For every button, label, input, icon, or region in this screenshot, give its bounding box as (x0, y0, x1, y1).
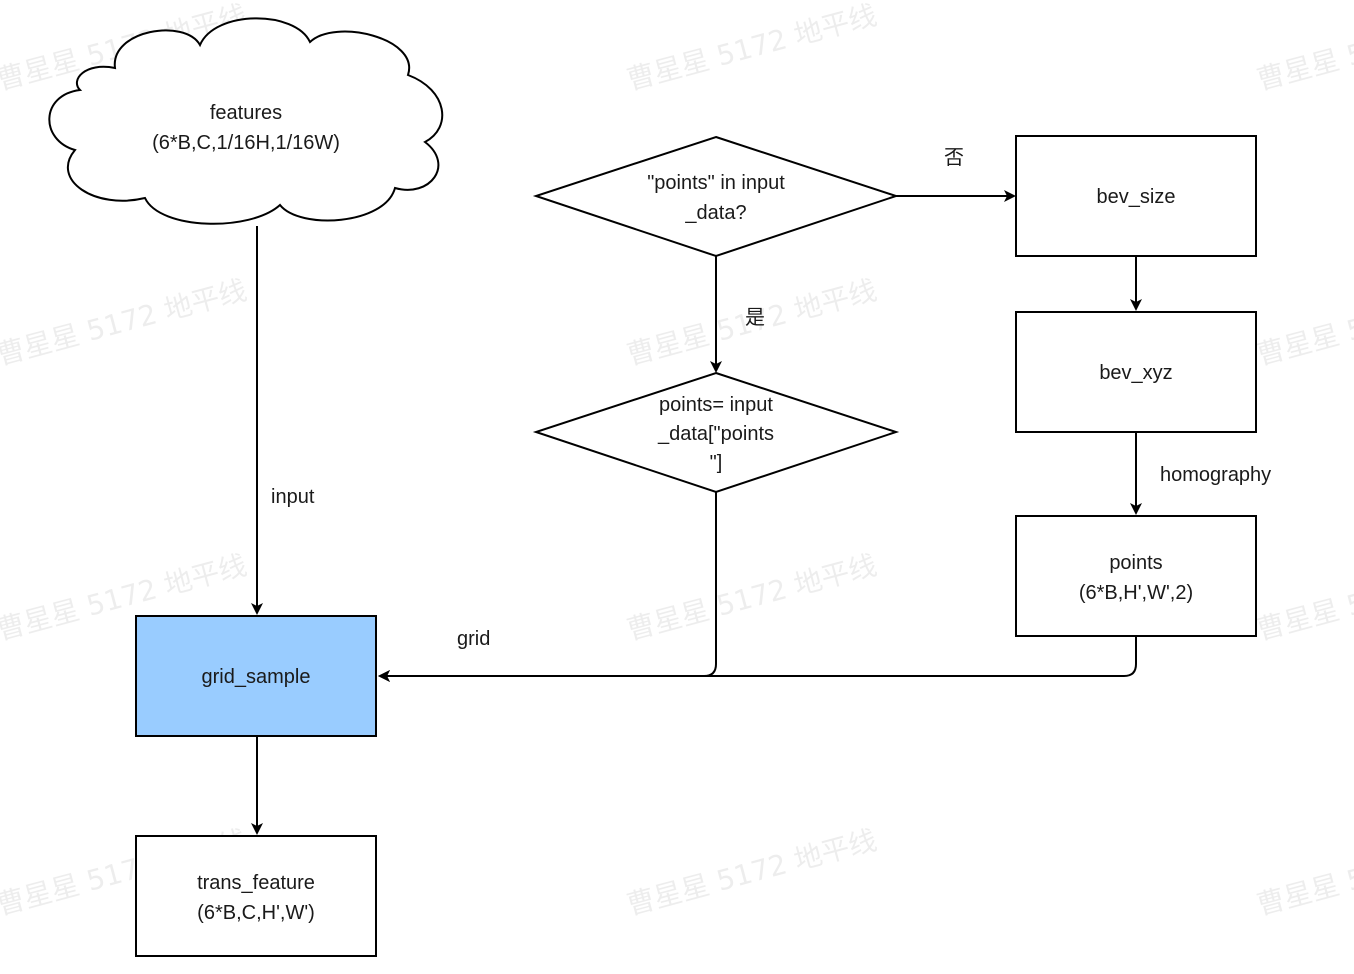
edge-points-assign-to-grid-sample (378, 492, 717, 682)
edge-label-grid: grid (457, 628, 490, 650)
bev-size-node: bev_size (1015, 135, 1257, 257)
trans-feature-title: trans_feature (197, 872, 315, 894)
assign-line-3: "] (710, 452, 723, 474)
points-in-input-decision: "points" in input _data? (532, 135, 900, 258)
watermark-text: 曹星星 5172 地平线 (623, 0, 880, 97)
decision-line-2: _data? (684, 202, 746, 224)
assign-line-1: points= input (659, 394, 773, 416)
trans-feature-box (135, 835, 377, 957)
watermark-text: 曹星星 5172 地平线 (1253, 548, 1354, 646)
decision-diamond (532, 135, 900, 258)
trans-feature-shape: (6*B,C,H',W') (197, 902, 315, 924)
edge-label-yes: 是 (745, 305, 765, 329)
points-box (1015, 515, 1257, 637)
watermark-text: 曹星星 5172 地平线 (1253, 0, 1354, 97)
watermark-text: 曹星星 5172 地平线 (0, 273, 250, 371)
assign-diamond (532, 371, 900, 494)
points-shape: (6*B,H',W',2) (1079, 582, 1193, 604)
watermark-text: 曹星星 5172 地平线 (1253, 823, 1354, 921)
bev-size-box (1015, 135, 1257, 257)
trans-feature-node: trans_feature (6*B,C,H',W') (135, 835, 377, 957)
grid-sample-node: grid_sample (135, 615, 377, 737)
watermark-text: 曹星星 5172 地平线 (623, 823, 880, 921)
edge-label-no: 否 (944, 145, 964, 169)
points-title: points (1109, 552, 1162, 574)
edge-label-homography: homography (1160, 464, 1271, 486)
watermark-text: 曹星星 5172 地平线 (623, 548, 880, 646)
points-assign-node: points= input _data["points "] (532, 371, 900, 494)
features-cloud-node: features (6*B,C,1/16H,1/16W) (48, 17, 444, 225)
watermark-text: 曹星星 5172 地平线 (1253, 273, 1354, 371)
cloud-shape (48, 17, 444, 225)
edge-points-to-grid-sample (378, 636, 1137, 682)
bev-xyz-label: bev_xyz (1099, 362, 1172, 384)
features-shape: (6*B,C,1/16H,1/16W) (152, 132, 340, 154)
features-title: features (210, 102, 282, 124)
decision-line-1: "points" in input (647, 172, 785, 194)
bev-xyz-node: bev_xyz (1015, 311, 1257, 433)
points-node: points (6*B,H',W',2) (1015, 515, 1257, 637)
grid-sample-label: grid_sample (202, 666, 311, 688)
grid-sample-box (135, 615, 377, 737)
bev-size-label: bev_size (1097, 186, 1176, 208)
assign-line-2: _data["points (657, 423, 774, 445)
edge-label-input: input (271, 486, 315, 508)
bev-xyz-box (1015, 311, 1257, 433)
edges (251, 190, 1142, 835)
